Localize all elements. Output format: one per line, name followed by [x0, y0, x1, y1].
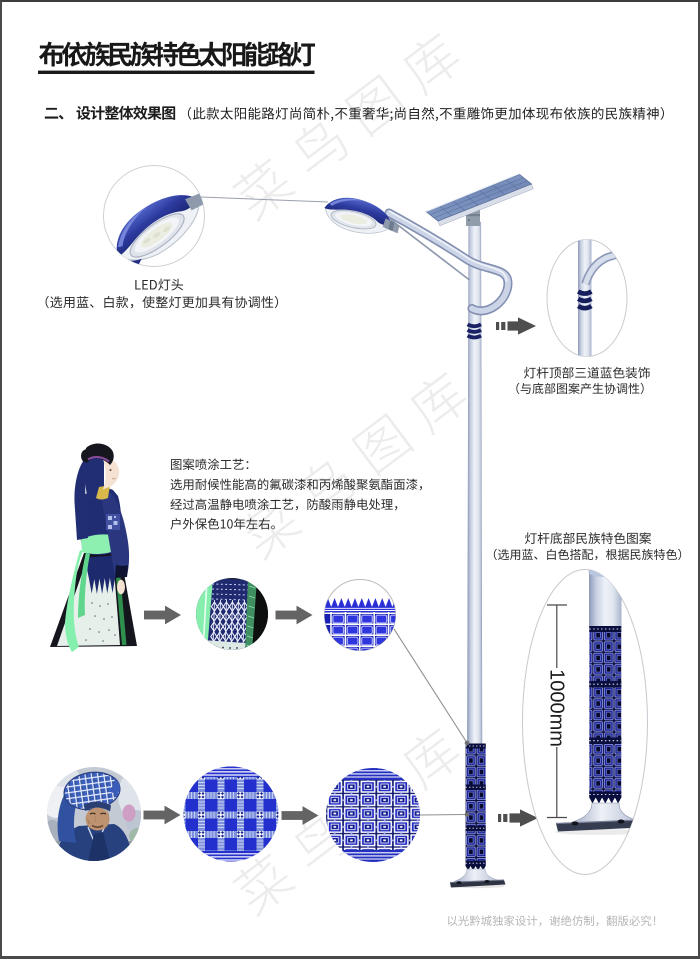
svg-text:1000mm: 1000mm	[546, 669, 568, 747]
